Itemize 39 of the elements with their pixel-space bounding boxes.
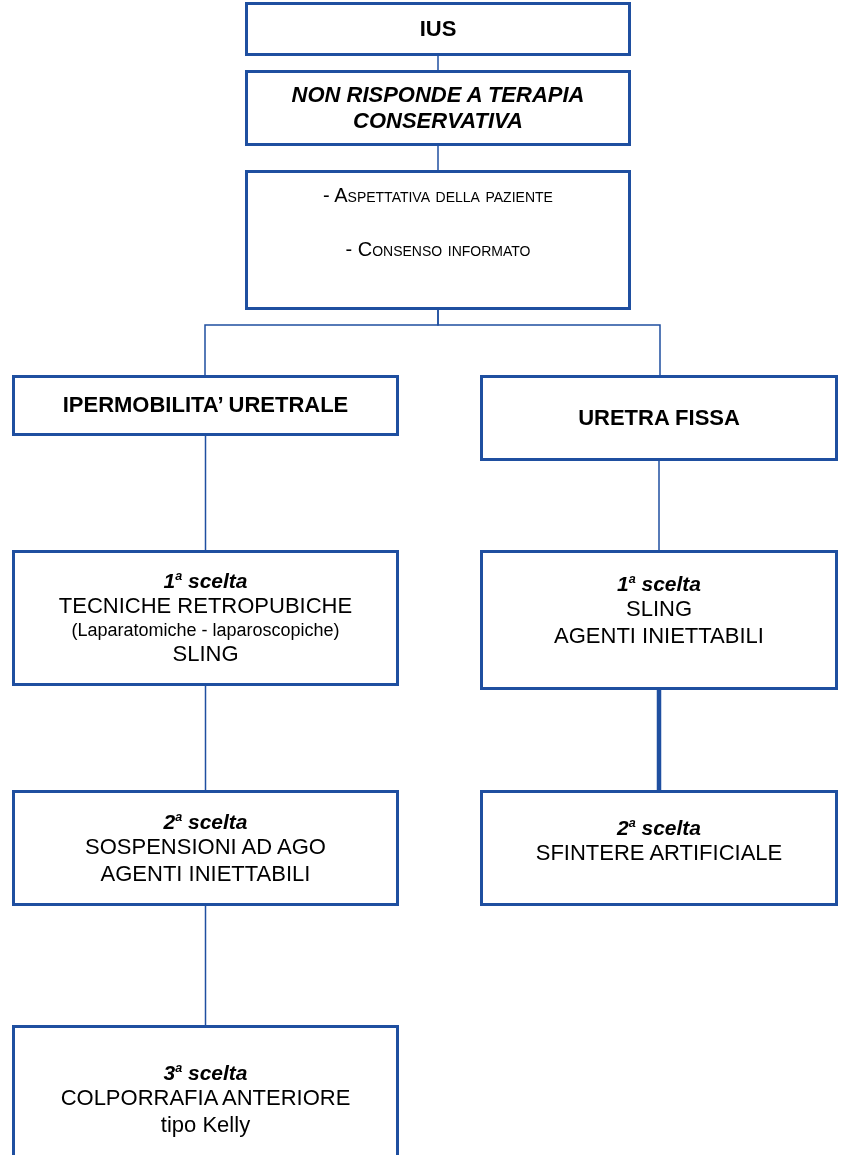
box-text: - Aspettativa della paziente [323, 183, 553, 207]
choice-heading: 1$^{a}$ scelta [616, 571, 702, 597]
process-box [12, 1025, 399, 1155]
box-text: COLPORRAFIA ANTERIORE [60, 1085, 351, 1112]
box-text: TECNICHE RETROPUBICHE [58, 593, 353, 620]
box-text: IUS [419, 15, 457, 43]
box-text: AGENTI INIETTABILI [100, 860, 311, 887]
box-text: (Laparatomiche - laparoscopiche) [71, 619, 340, 642]
process-box [245, 2, 631, 56]
process-box [245, 70, 631, 146]
box-text: SLING [172, 641, 239, 668]
connector-line [437, 55, 439, 71]
choice-heading: 3$^{a}$ scelta [163, 1060, 248, 1086]
connector-line [658, 460, 660, 551]
box-text: SLING [626, 596, 692, 623]
connector-line [437, 145, 439, 171]
connector-line [437, 309, 661, 376]
box-text: - Consenso informato [345, 237, 531, 261]
choice-heading: 2$^{a}$ scelta [616, 815, 702, 841]
connector-line [204, 435, 207, 551]
choice-heading: 2$^{a}$ scelta [163, 809, 248, 835]
process-box [245, 170, 631, 310]
box-text: SOSPENSIONI AD AGO [85, 834, 326, 861]
box-text: AGENTI INIETTABILI [554, 622, 764, 649]
connector-line [204, 905, 207, 1026]
process-box [480, 550, 838, 690]
box-text: URETRA FISSA [578, 404, 740, 432]
connector-line [204, 685, 207, 791]
box-text: IPERMOBILITA’ URETRALE [62, 392, 349, 419]
connector-line [656, 690, 662, 790]
box-text: tipo Kelly [160, 1111, 251, 1138]
process-box [12, 550, 399, 686]
box-text: NON RISPONDE A TERAPIA CONSERVATIVA [290, 81, 586, 135]
box-text: SFINTERE ARTIFICIALE [535, 840, 783, 867]
process-box [12, 375, 399, 436]
process-box [12, 790, 399, 906]
choice-heading: 1$^{a}$ scelta [163, 568, 248, 594]
process-box [480, 790, 838, 906]
process-box [480, 375, 838, 461]
